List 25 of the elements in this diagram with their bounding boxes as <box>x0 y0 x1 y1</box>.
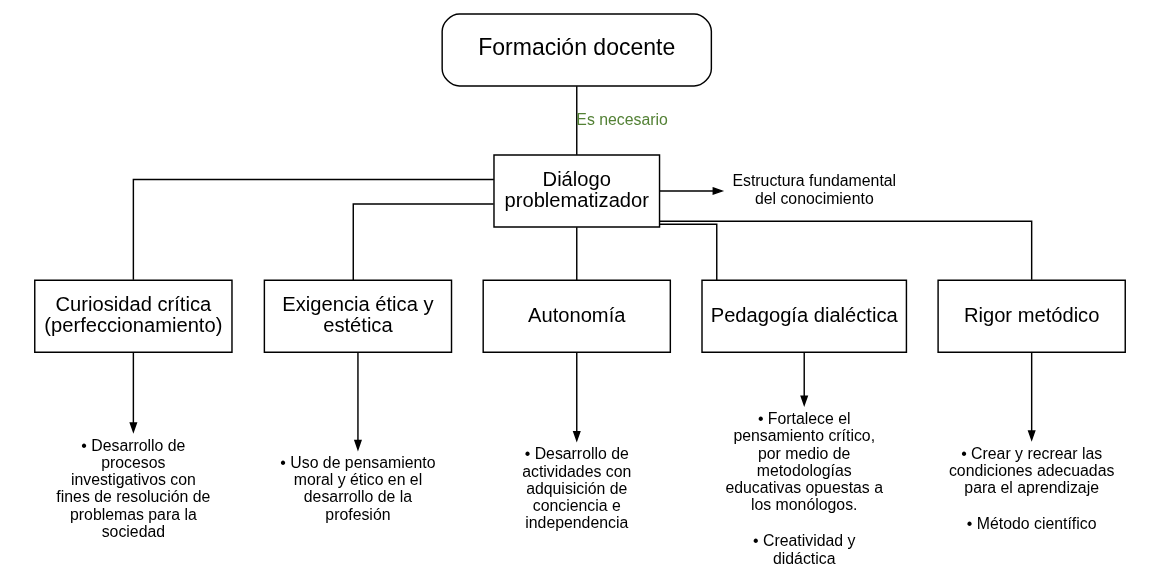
node-box: Pedagogía dialéctica <box>700 279 907 354</box>
node-box: Curiosidad crítica (perfeccionamiento) <box>33 279 233 354</box>
node-box: Rigor metódico <box>936 279 1126 354</box>
connector <box>575 226 577 281</box>
arrow <box>353 351 362 452</box>
node-box: Formación docente <box>440 13 712 87</box>
node-box: Autonomía <box>481 279 671 354</box>
node-box: Diálogo problematizador <box>492 154 660 228</box>
node-text: • Desarrollo de actividades con adquisición de conciencia e independencia <box>521 445 631 532</box>
node-box: Exigencia ética y estética <box>263 279 452 354</box>
arrow <box>1027 351 1036 442</box>
connector <box>658 223 717 281</box>
connector <box>658 220 1032 281</box>
node-text: • Crear y recrear las condiciones adecuadas para el aprendizaje • Método científico <box>948 444 1114 533</box>
node-text: • Fortalece el pensamiento crítico, por medio de metodologías educativas opuestas a los monólogos. • Creatividad y didáctica <box>724 409 883 567</box>
node-text: • Uso de pensamiento moral y ético en el desarrollo de la profesión <box>279 453 436 523</box>
connector <box>352 203 494 281</box>
connector <box>575 85 577 156</box>
node-text: • Desarrollo de procesos investigativos con fines de resolución de problemas para la sociedad <box>55 436 210 540</box>
arrow <box>128 351 137 434</box>
arrow <box>658 187 724 196</box>
arrow <box>572 351 581 443</box>
arrow <box>799 351 808 408</box>
connector <box>132 178 495 281</box>
node-text: Estructura fundamental del conocimiento <box>731 172 896 207</box>
